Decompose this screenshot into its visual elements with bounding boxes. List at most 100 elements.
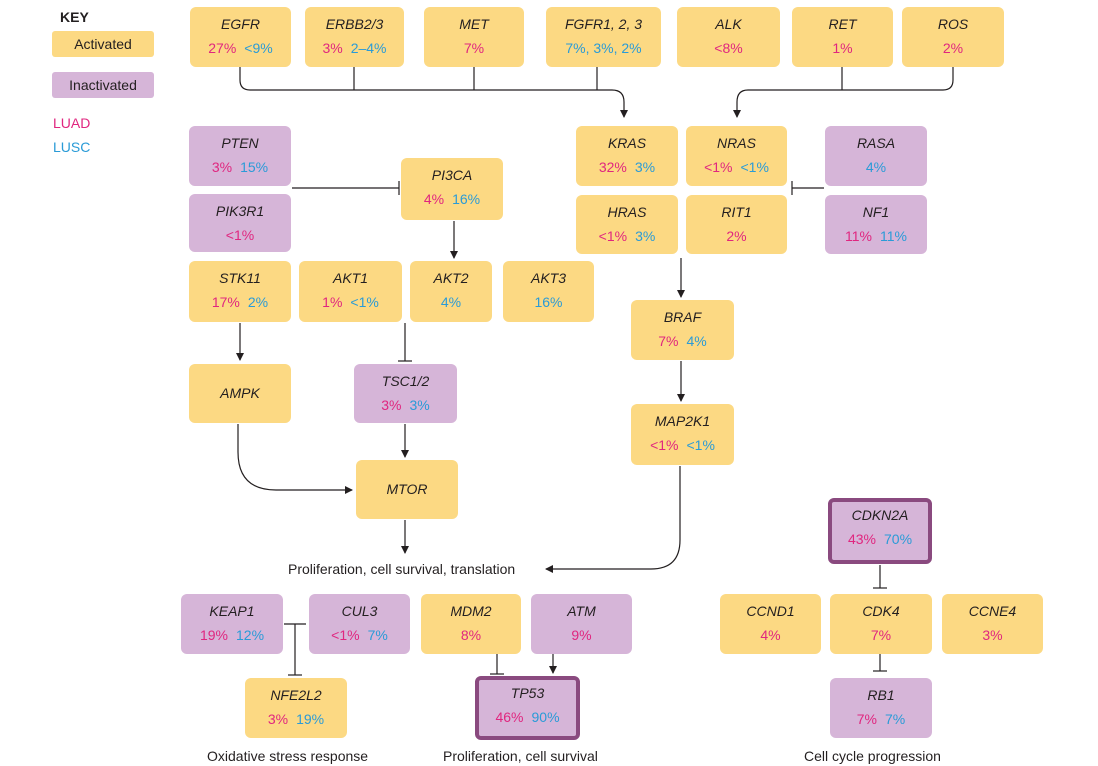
luad-frequency: 1% <box>322 294 343 310</box>
key-title: KEY <box>60 9 89 25</box>
lusc-frequency: <1% <box>686 437 715 453</box>
rtk-to-nras-arrow <box>733 67 954 118</box>
gene-frequencies: <1%<1% <box>686 159 787 175</box>
gene-frequencies: <8% <box>677 40 780 56</box>
gene-name: CUL3 <box>341 603 378 619</box>
luad-frequency: <1% <box>650 437 679 453</box>
gene-frequencies: 1% <box>792 40 893 56</box>
gene-frequencies: 46%90% <box>479 709 576 725</box>
gene-name: PIK3R1 <box>215 203 265 219</box>
luad-frequency: <1% <box>331 627 360 643</box>
gene-name: TSC1/2 <box>381 373 430 389</box>
gene-frequencies: <1% <box>189 227 291 243</box>
key-inactivated: Inactivated <box>52 72 154 98</box>
gene-frequencies: 3% 3% <box>354 397 457 413</box>
gene-name: MDM2 <box>450 603 492 619</box>
luad-frequency: <1% <box>598 228 628 244</box>
gene-name: PI3CA <box>431 167 473 183</box>
luad-frequency: 2% <box>726 228 747 244</box>
gene-box-alk: ALK <8% <box>677 7 780 67</box>
lusc-frequency: <9% <box>244 40 273 56</box>
gene-name: RET <box>828 16 857 32</box>
lusc-frequency: 12% <box>236 627 265 643</box>
gene-frequencies: 7% 7% <box>830 711 932 727</box>
gene-box-nfe2l2: NFE2L2 3% 19% <box>245 678 347 738</box>
gene-box-rit1: RIT1 2% <box>686 195 787 254</box>
luad-frequency: 2% <box>942 40 964 56</box>
gene-name: RASA <box>856 135 896 151</box>
luad-frequency: 4% <box>760 627 781 643</box>
luad-frequency: 3% <box>211 159 233 175</box>
gene-box-cul3: CUL3 <1% 7% <box>309 594 410 654</box>
luad-frequency: 19% <box>199 627 228 643</box>
gene-box-tp53: TP53 46%90% <box>475 676 580 740</box>
gene-box-hras: HRAS<1%3% <box>576 195 678 254</box>
gene-box-ccnd1: CCND1 4% <box>720 594 821 654</box>
lusc-frequency: 70% <box>884 531 913 547</box>
gene-box-ret: RET 1% <box>792 7 893 67</box>
lusc-frequency: 16% <box>534 294 563 310</box>
gene-box-akt3: AKT3 16% <box>503 261 594 322</box>
lusc-frequency: 4% <box>686 333 707 349</box>
gene-frequencies: 43%70% <box>832 531 928 547</box>
lusc-frequency: 3% <box>409 397 430 413</box>
gene-name: NF1 <box>862 204 890 220</box>
gene-frequencies: <1% 7% <box>309 627 410 643</box>
gene-box-pik3r1: PIK3R1 <1% <box>189 194 291 252</box>
luad-frequency: 7% <box>856 711 877 727</box>
gene-box-mdm2: MDM2 8% <box>421 594 521 654</box>
gene-name: ALK <box>715 16 742 32</box>
gene-box-map2k1: MAP2K1<1%<1% <box>631 404 734 465</box>
lusc-frequency: 7% <box>367 627 388 643</box>
lusc-frequency: 4% <box>865 159 887 175</box>
gene-name: MET <box>459 16 489 32</box>
gene-box-rasa: RASA 4% <box>825 126 927 186</box>
gene-box-nras: NRAS<1%<1% <box>686 126 787 186</box>
gene-name: KEAP1 <box>209 603 255 619</box>
luad-frequency: 3% <box>982 627 1003 643</box>
lusc-frequency: 2–4% <box>350 40 387 56</box>
gene-frequencies: 1%<1% <box>299 294 402 310</box>
lusc-frequency: 15% <box>240 159 269 175</box>
gene-name: CCND1 <box>746 603 795 619</box>
lusc-frequency: 19% <box>296 711 325 727</box>
gene-frequencies: 4% <box>720 627 821 643</box>
gene-frequencies: 3%2–4% <box>305 40 404 56</box>
gene-name: RIT1 <box>721 204 752 220</box>
gene-name: NFE2L2 <box>270 687 322 703</box>
gene-name: TP53 <box>510 685 545 701</box>
luad-frequency: 7% <box>658 333 679 349</box>
gene-name: PTEN <box>221 135 259 151</box>
gene-box-mtor: MTOR <box>356 460 458 519</box>
luad-frequency: 32% <box>598 159 627 175</box>
luad-frequency: 3% <box>381 397 402 413</box>
gene-frequencies: 8% <box>421 627 521 643</box>
lusc-frequency: 7%, 3%, 2% <box>565 40 642 56</box>
gene-box-pten: PTEN 3% 15% <box>189 126 291 186</box>
gene-frequencies: <1% <1% <box>631 437 734 453</box>
gene-name: CCNE4 <box>968 603 1017 619</box>
outcome-oxidative-stress: Oxidative stress response <box>207 748 369 764</box>
lusc-frequency: 7% <box>885 711 906 727</box>
gene-name: AKT2 <box>433 270 469 286</box>
luad-frequency: 3% <box>267 711 289 727</box>
gene-name: AKT3 <box>530 270 566 286</box>
gene-name: BRAF <box>663 309 702 325</box>
gene-name: CDK4 <box>862 603 900 619</box>
outcome-proliferation-translation: Proliferation, cell survival, translatio… <box>288 561 516 577</box>
gene-name: ERBB2/3 <box>325 16 384 32</box>
lusc-frequency: 3% <box>634 159 656 175</box>
gene-frequencies: 19% 12% <box>181 627 283 643</box>
key-lusc: LUSC <box>53 139 91 155</box>
outcome-proliferation-survival: Proliferation, cell survival <box>443 748 598 764</box>
